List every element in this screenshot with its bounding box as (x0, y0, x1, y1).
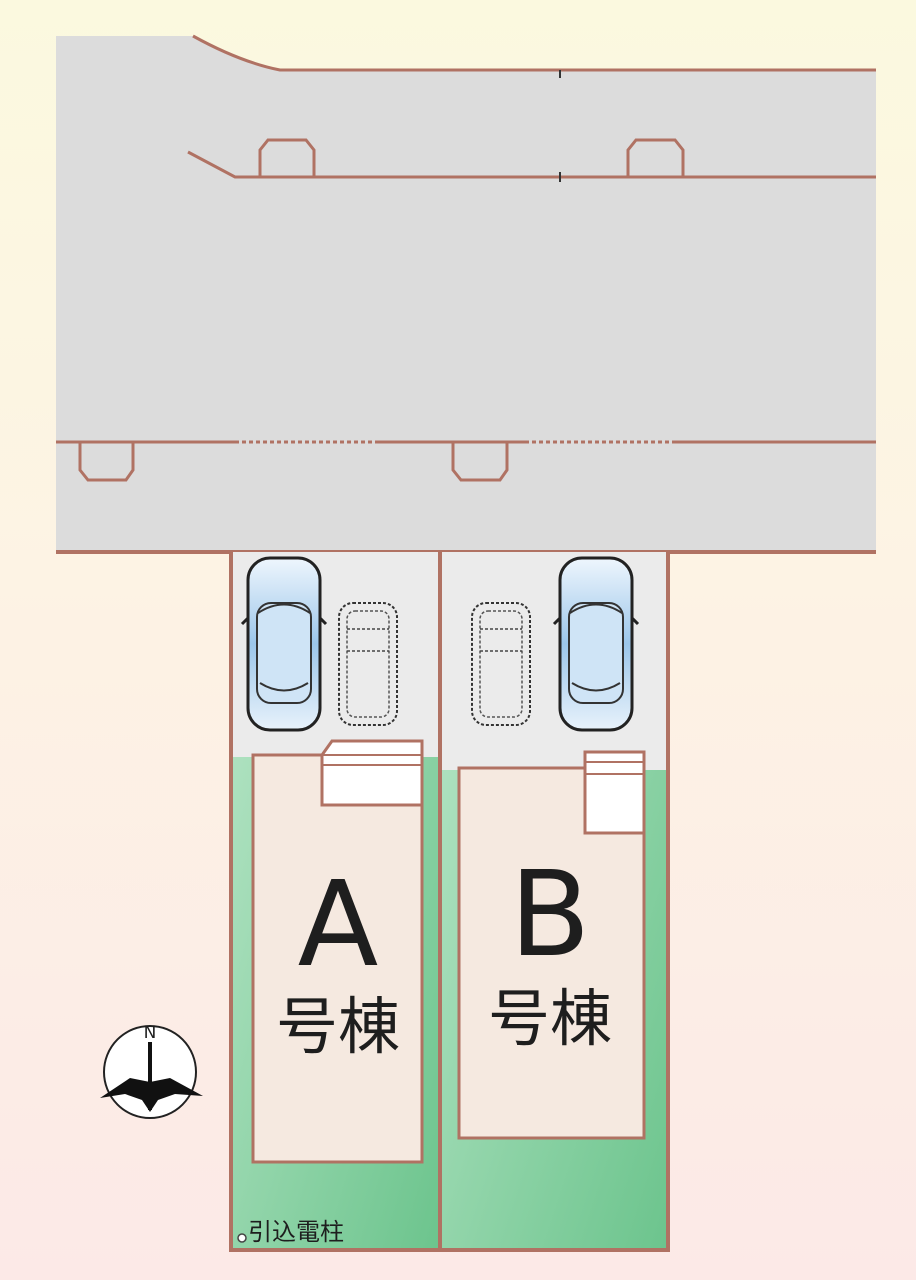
compass-icon: N (100, 1023, 203, 1119)
compass-north-label: N (144, 1023, 157, 1043)
lot-a[interactable]: A 号棟 (231, 552, 440, 1250)
lot-a-suffix: 号棟 (276, 990, 400, 1063)
entrance-a (320, 739, 424, 807)
car-icon (240, 556, 328, 732)
curb-bump (451, 442, 509, 482)
utility-pole-label: 引込電柱 (248, 1218, 344, 1246)
utility-pole: 引込電柱 (237, 1218, 344, 1246)
lot-b-suffix: 号棟 (488, 982, 612, 1055)
pole-icon (237, 1233, 247, 1243)
car-icon (552, 556, 640, 732)
lot-a-letter: A (298, 855, 379, 993)
curb-bump (78, 442, 135, 482)
road (56, 34, 876, 554)
curb-bump (626, 138, 685, 177)
lot-b[interactable]: B 号棟 (440, 552, 668, 1250)
entrance-b (583, 750, 646, 835)
curb-bump (258, 138, 316, 177)
lot-b-letter: B (510, 845, 591, 983)
